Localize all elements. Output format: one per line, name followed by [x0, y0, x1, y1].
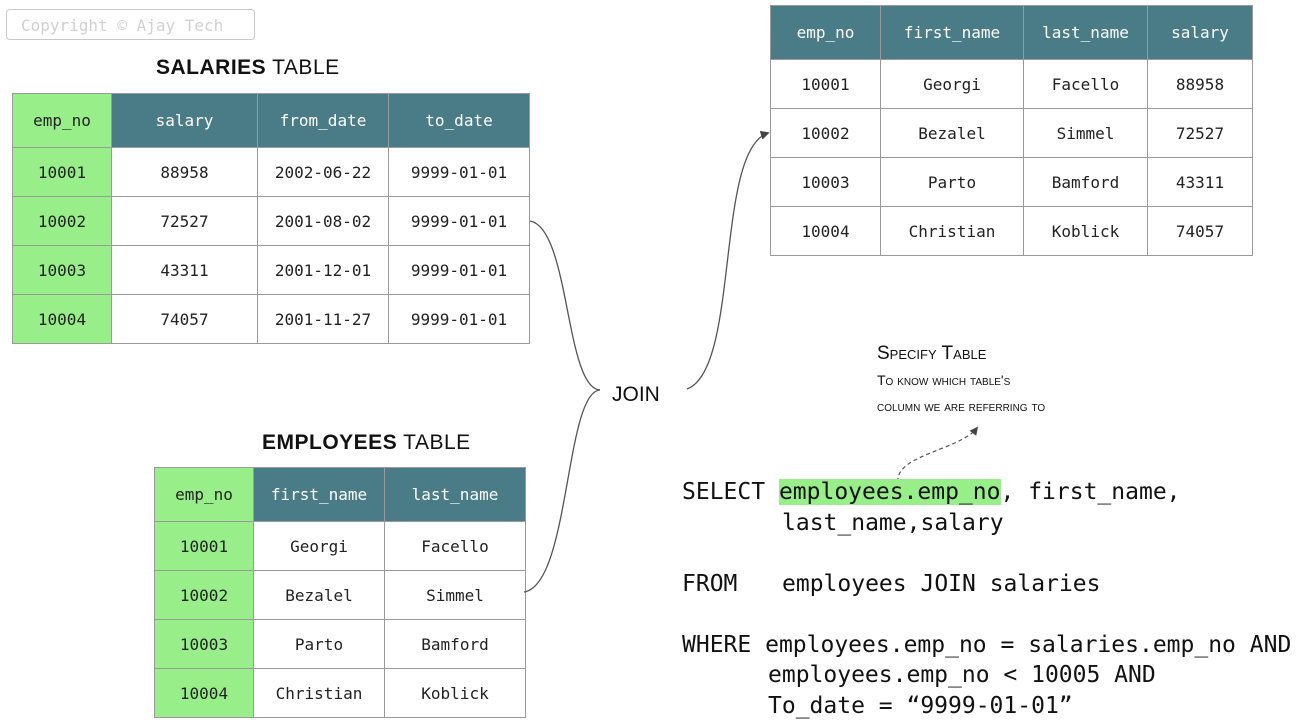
salaries-join-curve	[529, 220, 601, 391]
salaries-table: emp_no salary from_date to_date 10001 88…	[12, 93, 530, 344]
employees-table-title: EMPLOYEES TABLE	[262, 431, 471, 455]
table-cell: 2002-06-22	[257, 147, 389, 197]
result-header-row: emp_no first_name last_name salary	[770, 5, 1253, 60]
sql-from-keyword: FROM	[682, 571, 738, 597]
table-cell: 74057	[1147, 206, 1253, 256]
salaries-title-rest: TABLE	[272, 56, 340, 79]
table-row: 10001 Georgi Facello 88958	[770, 59, 1253, 109]
sql-select-rest: , first_name,	[1000, 479, 1181, 505]
table-cell: 43311	[111, 245, 258, 295]
table-row: 10003 43311 2001-12-01 9999-01-01	[12, 245, 530, 295]
sql-select-line-2: last_name,salary	[782, 510, 1004, 536]
salaries-table-title: SALARIES TABLE	[156, 56, 340, 80]
table-cell: Facello	[384, 521, 526, 571]
table-cell: 10001	[770, 59, 881, 109]
table-cell: Koblick	[384, 668, 526, 718]
salaries-header-cell: salary	[111, 93, 258, 148]
table-cell: Koblick	[1023, 206, 1148, 256]
table-cell: Bamford	[384, 619, 526, 669]
join-label: JOIN	[612, 383, 660, 406]
table-cell: 10003	[770, 157, 881, 207]
table-cell: 9999-01-01	[388, 294, 530, 344]
table-row: 10002 Bezalel Simmel	[154, 570, 526, 620]
table-cell: 9999-01-01	[388, 245, 530, 295]
table-cell: 2001-12-01	[257, 245, 389, 295]
table-cell: 10002	[12, 196, 112, 246]
table-cell: Georgi	[880, 59, 1024, 109]
table-row: 10004 Christian Koblick	[154, 668, 526, 718]
table-cell: 9999-01-01	[388, 196, 530, 246]
result-arrow-curve	[686, 130, 770, 390]
table-cell: 74057	[111, 294, 258, 344]
sql-where-keyword: WHERE	[682, 632, 766, 658]
sql-where-line: WHERE employees.emp_no = salaries.emp_no…	[682, 634, 1291, 657]
employees-title-bold: EMPLOYEES	[262, 431, 398, 454]
table-cell: Simmel	[384, 570, 526, 620]
table-row: 10001 88958 2002-06-22 9999-01-01	[12, 147, 530, 197]
table-cell: Christian	[880, 206, 1024, 256]
sql-select-keyword: SELECT	[682, 479, 779, 505]
table-cell: 2001-08-02	[257, 196, 389, 246]
sql-highlighted-column: employees.emp_no	[778, 479, 1001, 505]
sql-from-clause: employees JOIN salaries	[782, 571, 1101, 597]
table-cell: 10004	[154, 668, 254, 718]
result-header-cell: salary	[1147, 5, 1253, 60]
table-cell: 43311	[1147, 157, 1253, 207]
table-cell: 10003	[154, 619, 254, 669]
employees-table: emp_no first_name last_name 10001 Georgi…	[154, 467, 526, 718]
table-row: 10001 Georgi Facello	[154, 521, 526, 571]
table-cell: 10004	[12, 294, 112, 344]
table-row: 10003 Parto Bamford 43311	[770, 157, 1253, 207]
table-cell: 10001	[12, 147, 112, 197]
table-cell: Bezalel	[253, 570, 385, 620]
employees-header-cell: first_name	[253, 467, 385, 522]
salaries-title-bold: SALARIES	[156, 56, 267, 79]
salaries-header-row: emp_no salary from_date to_date	[12, 93, 530, 148]
table-cell: 10003	[12, 245, 112, 295]
result-header-cell: emp_no	[770, 5, 881, 60]
employees-title-rest: TABLE	[403, 431, 471, 454]
table-cell: 10004	[770, 206, 881, 256]
sql-select-line: SELECT employees.emp_no, first_name,	[682, 479, 1181, 505]
note-title: Specify Table	[877, 343, 987, 364]
employees-header-row: emp_no first_name last_name	[154, 467, 526, 522]
copyright-label: Copyright © Ajay Tech	[6, 9, 255, 40]
sql-where-condition-3: To_date = “9999-01-01”	[768, 693, 1073, 719]
table-cell: 72527	[1147, 108, 1253, 158]
table-cell: Bezalel	[880, 108, 1024, 158]
note-line-2: column we are referring to	[877, 398, 1046, 414]
note-line-1: To know which table's	[877, 372, 1011, 388]
table-cell: 2001-11-27	[257, 294, 389, 344]
result-header-cell: last_name	[1023, 5, 1148, 60]
sql-where-condition-2: employees.emp_no < 10005 AND	[768, 662, 1156, 688]
table-cell: 72527	[111, 196, 258, 246]
sql-where-condition-1: employees.emp_no = salaries.emp_no AND	[765, 632, 1292, 658]
table-row: 10003 Parto Bamford	[154, 619, 526, 669]
salaries-header-cell: to_date	[388, 93, 530, 148]
employees-header-cell: emp_no	[154, 467, 254, 522]
table-row: 10004 Christian Koblick 74057	[770, 206, 1253, 256]
note-pointer-arrow	[897, 426, 979, 483]
employees-join-curve	[523, 389, 601, 593]
salaries-header-cell: from_date	[257, 93, 389, 148]
table-cell: 10001	[154, 521, 254, 571]
table-cell: 10002	[154, 570, 254, 620]
table-row: 10004 74057 2001-11-27 9999-01-01	[12, 294, 530, 344]
result-table: emp_no first_name last_name salary 10001…	[770, 5, 1253, 256]
table-cell: Parto	[880, 157, 1024, 207]
table-row: 10002 72527 2001-08-02 9999-01-01	[12, 196, 530, 246]
